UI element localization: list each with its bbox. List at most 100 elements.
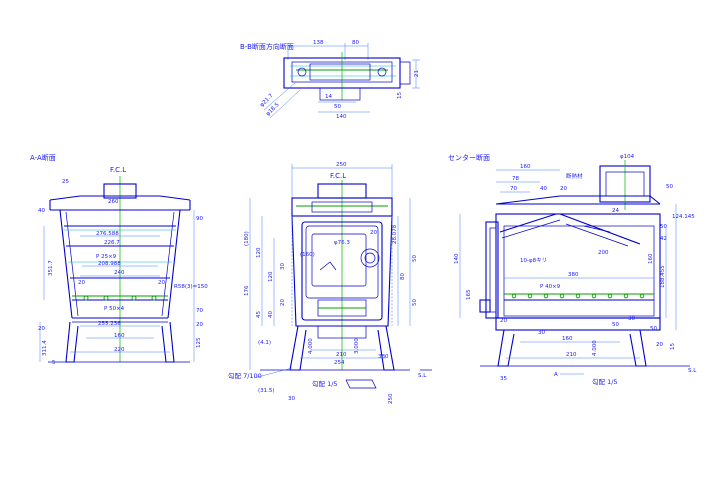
left-fcl: F.C.L [110,166,126,174]
left-section-view: A-A断面 F.C.L 25 40 2 [30,153,208,366]
center-dim-28: 28.078 [392,224,398,244]
left-dim-220: 220 [114,347,125,353]
right-note-slope: 勾配 1/5 [592,377,618,386]
right-dim-20: 20 [560,186,567,192]
center-dim-315: (31.5) [258,388,275,394]
left-dim-311: 311.4 [42,340,48,356]
center-dim-45: 45 [256,311,262,318]
center-dim-176: 176 [244,285,250,296]
top-dim-80: 80 [352,40,359,46]
right-dim-24: 24 [612,208,619,214]
top-dim-138: 138 [313,40,324,46]
left-dim-20a: 20 [78,280,85,286]
right-dim-p40: P 40×9 [540,284,561,290]
right-dim-165: 165 [466,289,472,300]
left-dim-240: 240 [114,270,125,276]
right-center-section-view: センター断面 160 φ104 78 70 40 20 断熱材 50 [448,153,697,386]
center-dim-4: (4.1) [258,340,271,346]
center-dim-250b: 250 [388,393,394,404]
right-dim-50c: 50 [650,326,657,332]
top-dim-140: 140 [336,114,347,120]
center-dim-210: 210 [336,352,347,358]
center-dim-120b: 120 [268,271,274,282]
left-dim-20d: 20 [38,326,45,332]
right-dim-160b: 160 [648,253,654,264]
right-dim-10: 10-φ8キリ [520,258,547,264]
center-dim-20: 20 [280,299,286,306]
center-fcl: F.C.L [330,172,346,180]
center-dim-50: 50 [412,299,418,306]
right-dim-140: 140 [454,253,460,264]
top-view-title: B-B断面方向断面 [240,42,294,51]
right-dim-42: 42 [660,236,667,242]
right-dim-phi104: φ104 [620,154,635,160]
top-section-view: B-B断面方向断面 138 80 21 15 50 140 14 φ21.7 φ… [240,40,420,120]
left-dim-25: 25 [62,179,69,185]
right-sl: S.L [688,368,697,374]
center-note-slope-1: 勾配 7/100 [228,371,262,380]
right-dim-200: 200 [598,250,609,256]
right-label-a: A [554,372,558,378]
right-dim-30: 30 [628,316,635,322]
right-dim-70: 70 [510,186,517,192]
center-note-slope-2: 勾配 1/5 [312,379,338,388]
right-dim-78: 78 [512,176,519,182]
right-dim-160: 160 [520,164,531,170]
left-dim-226: 226.7 [104,240,120,246]
center-dim-50b: 50 [412,255,418,262]
center-dim-180: (180) [244,231,250,246]
center-dim-250: 250 [336,162,347,168]
right-dim-124: 124.145 [672,214,695,220]
left-dim-351: 351.7 [48,260,54,276]
left-dim-276: 276.588 [96,231,119,237]
left-view-title: A-A断面 [30,153,56,162]
center-dim-30b: 30 [288,396,295,402]
left-dim-r58: R58(3)=150 [174,284,208,290]
top-dim-21: 21 [414,70,420,77]
left-dim-90: 90 [196,216,203,222]
right-dim-4000: 4.000 [592,340,598,356]
left-dim-260: 260 [108,199,119,205]
right-dim-30b: 30 [538,330,545,336]
top-dim-50: 50 [334,104,341,110]
left-dim-20c: 20 [196,322,203,328]
center-dim-160: (160) [300,252,315,258]
right-dim-380: 380 [568,272,579,278]
right-dim-15: 15 [670,343,676,350]
center-dim-30: 30 [280,263,286,270]
left-dim-125: 125 [196,337,202,348]
left-dim-40: 40 [38,208,45,214]
left-dim-5: 5 [52,360,56,366]
left-dim-160: 160 [114,333,125,339]
left-dim-70: 70 [196,308,203,314]
right-label-insul: 断熱材 [566,172,583,180]
right-dim-50b: 50 [660,224,667,230]
right-dim-50d: 50 [612,322,619,328]
top-dim-14: 14 [325,94,332,100]
center-dim-40: 40 [268,311,274,318]
right-dim-210: 210 [566,352,577,358]
left-dim-20b: 20 [158,280,165,286]
right-dim-160c: 160 [562,336,573,342]
right-dim-188: 188.455 [660,265,666,288]
right-dim-35: 35 [500,376,507,382]
right-dim-20b: 20 [656,342,663,348]
center-dim-380: 380 [378,354,389,360]
center-sl: S.L [418,373,427,379]
center-dim-3000: 3.000 [354,338,360,354]
center-dim-120: 120 [256,247,262,258]
center-dim-phi76: φ76.3 [334,240,350,246]
center-dim-254: 254 [334,360,345,366]
top-dim-15: 15 [397,92,403,99]
center-dim-20b: 20 [370,230,377,236]
center-front-view: 250 F.C.L (180) 120 176 120 45 [228,162,432,404]
right-dim-40: 40 [540,186,547,192]
right-view-title: センター断面 [448,153,490,162]
right-dim-20c: 20 [500,318,507,324]
left-dim-p25: P 25×9 [96,254,117,260]
left-dim-208: 208.988 [98,261,121,267]
center-dim-80: 80 [400,273,406,280]
left-dim-p50: P 50×4 [104,306,125,312]
center-dim-4000: 4.000 [308,338,314,354]
